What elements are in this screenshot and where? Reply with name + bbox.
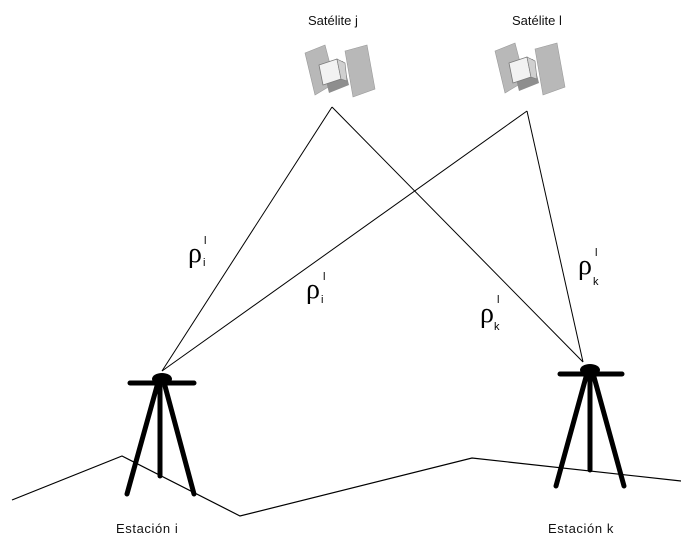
signal-rays: [161, 106, 584, 372]
range-label-rho-i-center: ρ l i: [306, 271, 325, 306]
satellite-l: Satélite l: [494, 13, 566, 96]
range-subscript: k: [593, 276, 599, 288]
satellite-l-icon: [494, 42, 566, 96]
range-label-rho-i-left: ρ l i: [188, 235, 206, 269]
station-k-label: Estación k: [548, 521, 614, 536]
station-k-tripod: [553, 364, 627, 489]
satellite-j: Satélite j: [304, 13, 376, 98]
ray-sat-l-to-station-i: [161, 110, 528, 372]
station-k-leg-left: [553, 374, 589, 489]
ray-sat-j-to-station-i: [161, 106, 333, 372]
range-subscript: k: [494, 321, 500, 333]
range-superscript: l: [497, 294, 499, 306]
station-i-leg-right: [162, 383, 197, 497]
station-i-tripod: [124, 373, 197, 497]
terrain-line: [11, 455, 681, 517]
range-rho-symbol: ρ: [578, 250, 592, 281]
satellite-l-label: Satélite l: [512, 13, 562, 28]
range-label-rho-k-center: ρ l k: [480, 294, 500, 333]
ray-sat-j-to-station-k: [331, 106, 584, 363]
station-k-leg-right: [591, 374, 627, 489]
range-superscript: l: [595, 247, 597, 259]
ray-sat-l-to-station-k: [526, 110, 584, 363]
range-subscript: i: [321, 294, 323, 306]
range-rho-symbol: ρ: [188, 238, 202, 269]
range-rho-symbol: ρ: [306, 274, 320, 305]
range-subscript: i: [203, 257, 205, 269]
station-i-label: Estación i: [116, 521, 178, 536]
range-label-rho-k-right: ρ l k: [578, 247, 599, 288]
range-superscript: l: [323, 271, 325, 283]
range-superscript: l: [204, 235, 206, 247]
satellite-j-icon: [304, 44, 376, 98]
satellite-j-label: Satélite j: [308, 13, 358, 28]
station-i-leg-left: [124, 383, 160, 497]
range-rho-symbol: ρ: [480, 298, 494, 329]
